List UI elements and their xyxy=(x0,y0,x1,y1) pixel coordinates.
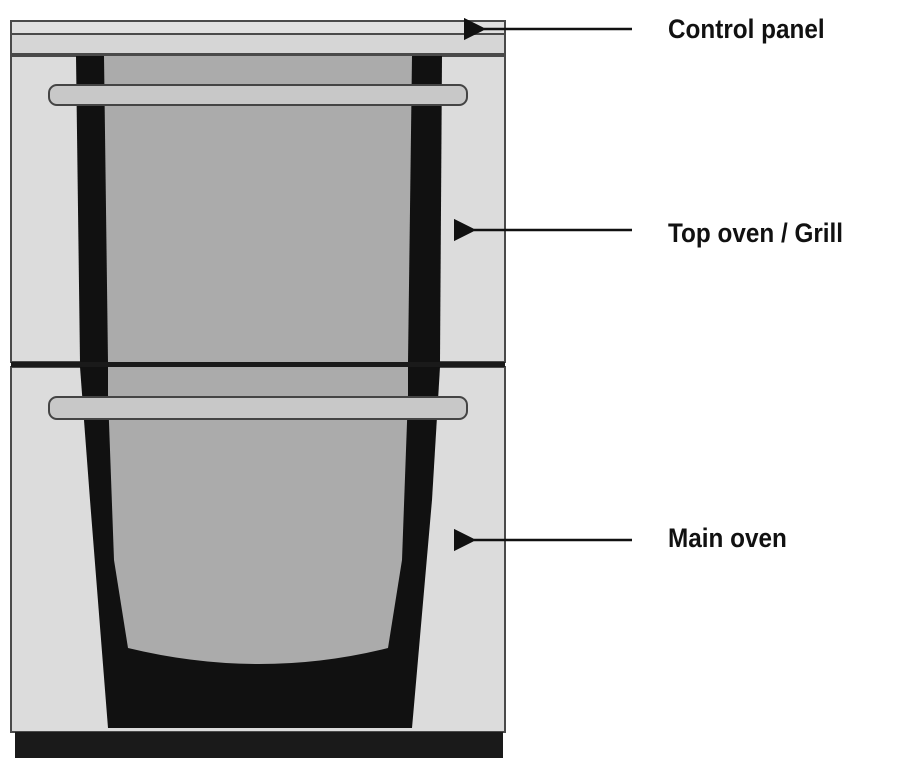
plinth xyxy=(15,732,503,758)
top-oven-handle xyxy=(48,84,468,106)
top-oven-label: Top oven / Grill xyxy=(668,218,844,248)
main-oven-label: Main oven xyxy=(668,523,787,553)
control-panel-label: Control panel xyxy=(668,14,825,44)
main-oven-handle xyxy=(48,396,468,420)
door-divider xyxy=(11,362,505,367)
main-oven-door xyxy=(10,366,506,733)
control-panel xyxy=(10,20,506,55)
top-oven-door xyxy=(10,55,506,363)
